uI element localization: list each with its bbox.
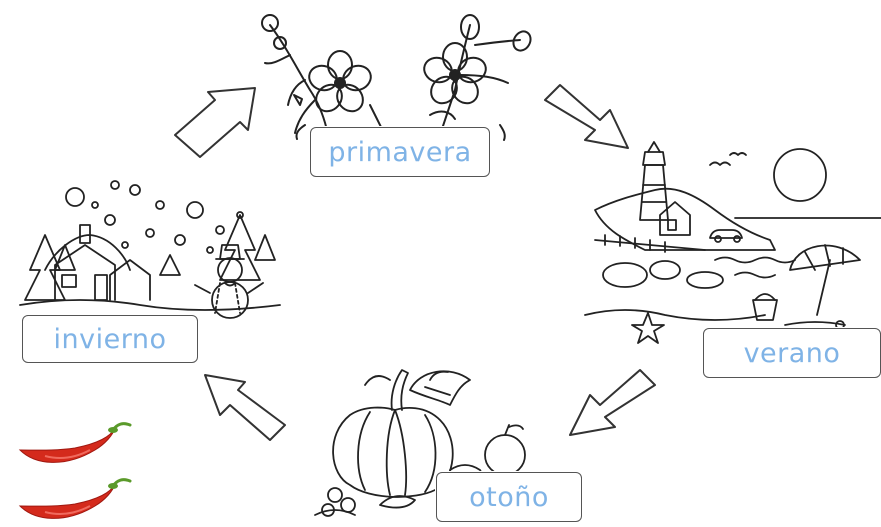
spring-label: primavera [310, 127, 490, 177]
cycle-arrow-icon-spring-to-summer [540, 80, 635, 150]
chili-pepper-icon-2 [15, 476, 135, 526]
summer-label: verano [703, 328, 881, 378]
autumn-label: otoño [436, 472, 582, 522]
cycle-arrow-icon-summer-to-autumn [565, 365, 660, 440]
summer-beach-illustration [585, 140, 881, 340]
cycle-arrow-icon-winter-to-spring [170, 80, 260, 160]
winter-label: invierno [22, 315, 198, 363]
cycle-arrow-icon-autumn-to-winter [200, 370, 290, 445]
chili-pepper-icon-1 [15, 420, 135, 470]
spring-flower-illustration [250, 5, 550, 140]
